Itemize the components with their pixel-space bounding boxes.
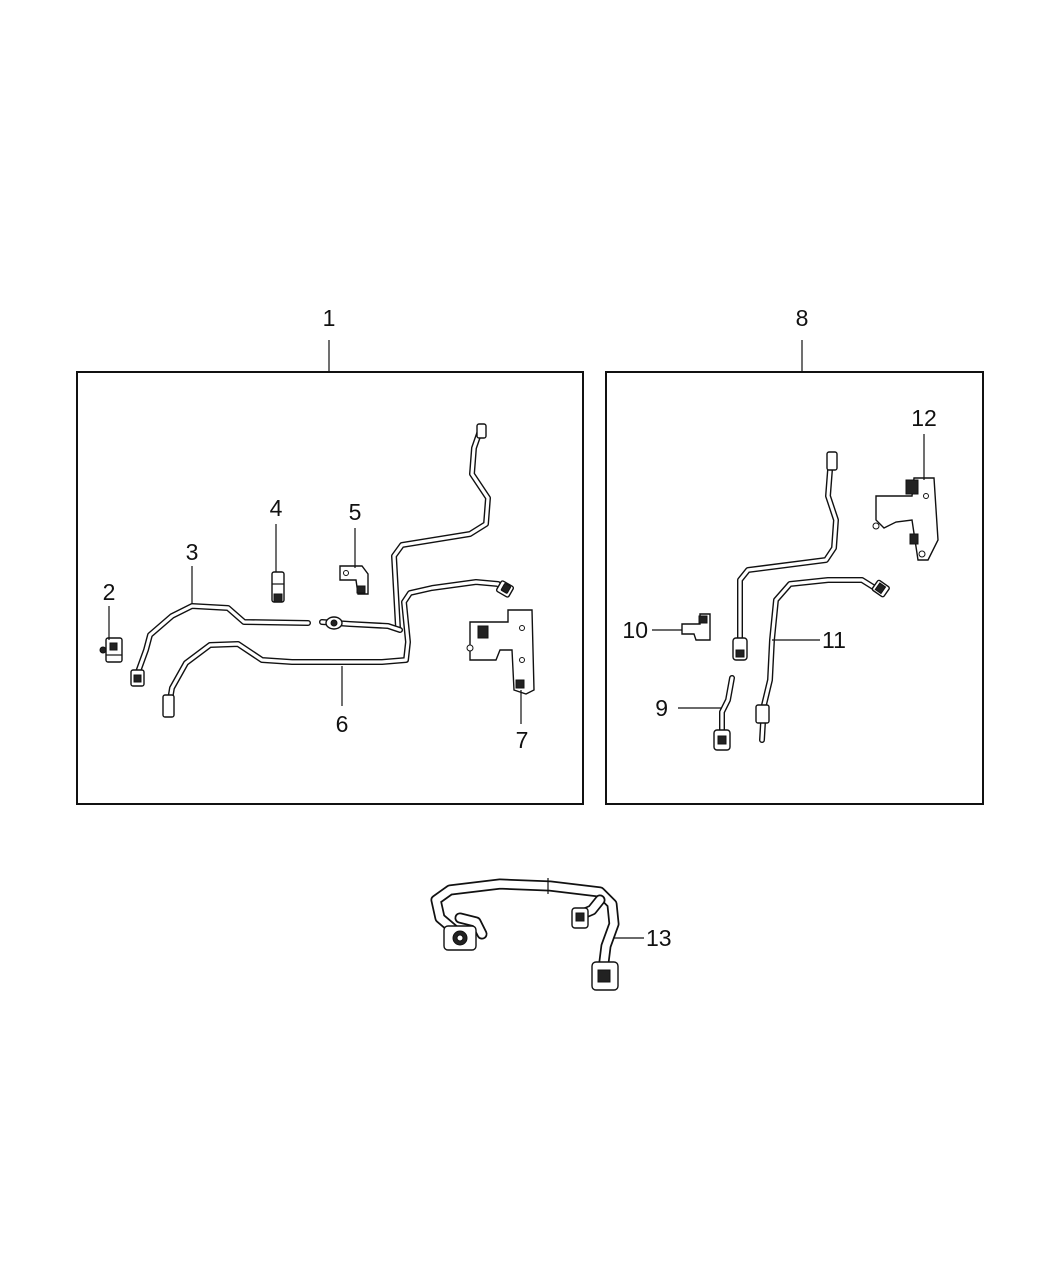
part-4-bracket[interactable] <box>271 571 285 603</box>
part-7-bracket[interactable] <box>466 609 535 695</box>
callout-2[interactable]: 2 <box>103 579 116 605</box>
callout-3[interactable]: 3 <box>186 539 199 565</box>
callout-8[interactable]: 8 <box>796 305 809 331</box>
part-11-tube[interactable] <box>755 577 890 743</box>
part-13-hose[interactable] <box>430 878 620 991</box>
part-5-bracket[interactable] <box>339 565 369 595</box>
part-2-clip[interactable] <box>99 637 123 663</box>
callout-12[interactable]: 12 <box>911 405 937 431</box>
callout-9[interactable]: 9 <box>655 695 668 721</box>
kit-8-frame <box>605 371 984 805</box>
callout-4[interactable]: 4 <box>270 495 283 521</box>
callout-6[interactable]: 6 <box>336 711 349 737</box>
callout-13[interactable]: 13 <box>646 925 672 951</box>
kit-8-group: 8 12 11 <box>605 305 984 805</box>
part-9-tube[interactable] <box>713 675 735 751</box>
hose-connector-left <box>443 925 477 951</box>
part-6-upper-tube[interactable] <box>319 423 491 633</box>
hose-connector-middle <box>571 907 589 929</box>
kit-1-group: 1 <box>76 305 584 805</box>
hose-connector-right <box>591 961 619 991</box>
callout-1[interactable]: 1 <box>323 305 336 331</box>
part-12-bracket[interactable] <box>872 477 939 561</box>
callout-11[interactable]: 11 <box>822 627 846 653</box>
kit-1-frame <box>76 371 584 805</box>
part-10-clip[interactable] <box>681 613 711 641</box>
part-6-tube[interactable] <box>162 579 515 718</box>
callout-7[interactable]: 7 <box>516 727 529 753</box>
part-3-tube[interactable] <box>130 603 311 687</box>
callout-10[interactable]: 10 <box>622 617 648 643</box>
part-8-tube[interactable] <box>732 451 839 661</box>
callout-5[interactable]: 5 <box>349 499 362 525</box>
